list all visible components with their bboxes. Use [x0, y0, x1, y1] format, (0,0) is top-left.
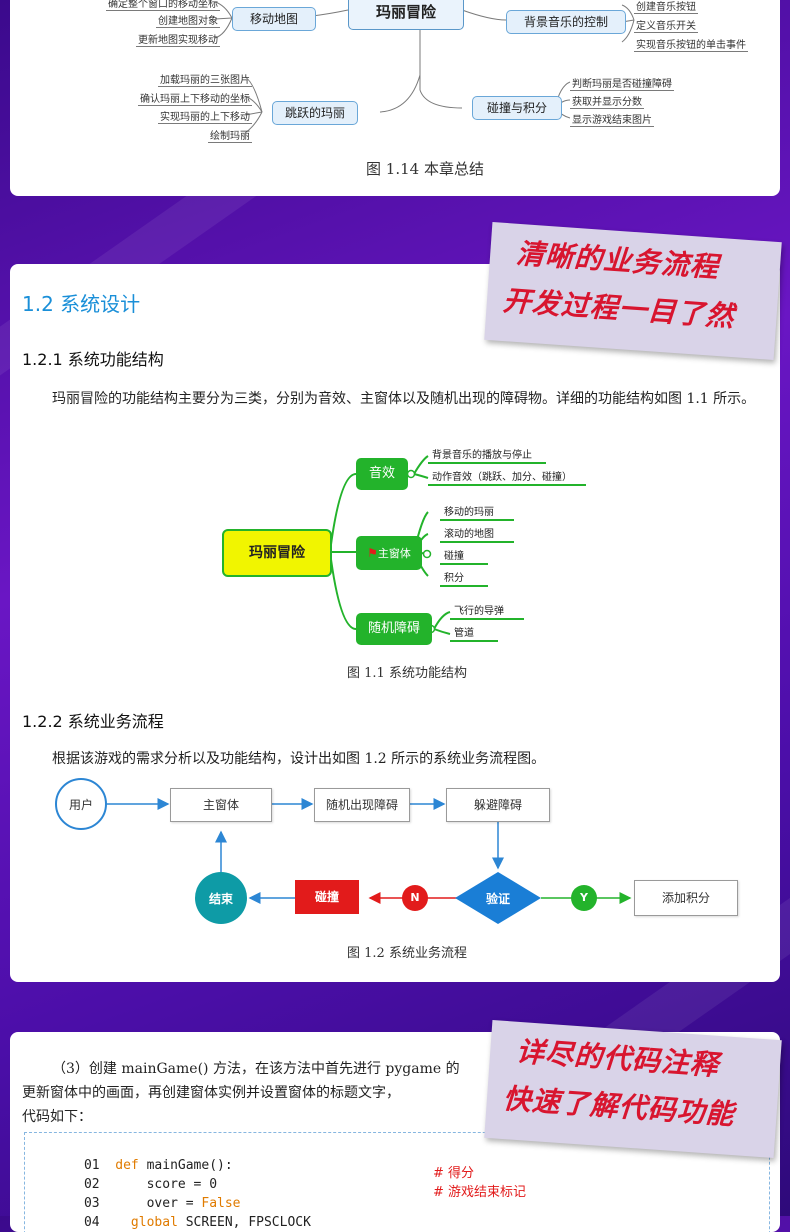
flow-collision-box: 碰撞 — [295, 880, 359, 914]
flow-add-score-box: 添加积分 — [634, 880, 738, 916]
summary-leaf: 确定整个窗口的移动坐标 — [106, 0, 220, 11]
code-value: False — [201, 1196, 241, 1211]
summary-branch-music: 背景音乐的控制 — [506, 10, 626, 34]
code-line: 04 global SCREEN, FPSCLOCK — [37, 1200, 311, 1232]
flow-random-obstacle-box: 随机出现障碍 — [314, 788, 410, 822]
function-leaf: 滚动的地图 — [440, 525, 514, 543]
subsection-title-function: 1.2.1 系统功能结构 — [22, 350, 164, 369]
function-leaf: 背景音乐的播放与停止 — [428, 446, 546, 464]
summary-branch-jump: 跳跃的玛丽 — [272, 101, 358, 125]
design-card: 1.2 系统设计 1.2.1 系统功能结构 玛丽冒险的功能结构主要分为三类，分别… — [10, 264, 780, 982]
function-group-sound: 音效 — [356, 458, 408, 490]
function-leaf: 积分 — [440, 569, 488, 587]
code-line: 03 over = False — [37, 1181, 241, 1226]
line-number: 01 — [83, 1158, 100, 1173]
promo-banner-flow: 清晰的业务流程 开发过程一目了然 — [484, 222, 782, 360]
flow-avoid-box: 躲避障碍 — [446, 788, 550, 822]
function-leaf: 移动的玛丽 — [440, 503, 514, 521]
function-leaf: 动作音效（跳跃、加分、碰撞） — [428, 468, 586, 486]
function-group-main-window-label: 主窗体 — [377, 547, 411, 560]
summary-leaf: 更新地图实现移动 — [136, 31, 220, 47]
code-line: 02 score = 0 — [37, 1162, 217, 1207]
code-keyword: def — [115, 1158, 147, 1173]
flow-yes-label: Y — [580, 891, 588, 904]
flow-end-node: 结束 — [208, 892, 233, 906]
subsection-title-flow: 1.2.2 系统业务流程 — [22, 712, 164, 731]
code-comment: # 游戏结束标记 — [433, 1185, 527, 1200]
code-text: mainGame(): — [146, 1158, 233, 1173]
flow-paragraph: 根据该游戏的需求分析以及功能结构，设计出如图 1.2 所示的系统业务流程图。 — [52, 751, 546, 767]
flow-diagram-lines — [55, 778, 632, 924]
promo-banner-code-line1: 详尽的代码注释 — [515, 1034, 721, 1082]
summary-leaf: 创建地图对象 — [156, 12, 220, 28]
code-comment: # 得分 — [433, 1166, 475, 1181]
function-leaf: 飞行的导弹 — [450, 602, 524, 620]
code-intro-line3: 代码如下： — [22, 1109, 92, 1125]
summary-branch-collision: 碰撞与积分 — [472, 96, 562, 120]
code-intro-line1: （3）创建 mainGame() 方法，在该方法中首先进行 pygame 的 — [52, 1061, 460, 1077]
summary-leaf: 创建音乐按钮 — [634, 0, 698, 14]
function-leaf: 管道 — [450, 624, 498, 642]
flow-main-window-box: 主窗体 — [170, 788, 272, 822]
summary-caption: 图 1.14 本章总结 — [366, 160, 484, 178]
summary-leaf: 确认玛丽上下移动的坐标 — [138, 90, 252, 106]
summary-leaf: 获取并显示分数 — [570, 93, 644, 109]
summary-center-node: 玛丽冒险 — [348, 0, 464, 30]
summary-leaf: 定义音乐开关 — [634, 17, 698, 33]
flow-no-label: N — [410, 891, 420, 904]
flow-user-node: 用户 — [68, 798, 93, 812]
red-flag-icon: ⚑ — [367, 546, 378, 560]
code-text: score = 0 — [115, 1177, 218, 1192]
promo-banner-code-line2: 快速了解代码功能 — [501, 1081, 736, 1132]
code-text: SCREEN, FPSCLOCK — [185, 1215, 311, 1230]
function-group-random-obstacle: 随机障碍 — [356, 613, 432, 645]
summary-mindmap-lines — [214, 1, 635, 134]
line-number: 04 — [83, 1215, 100, 1230]
summary-leaf: 显示游戏结束图片 — [570, 111, 654, 127]
promo-banner-flow-line2: 开发过程一目了然 — [501, 283, 736, 334]
function-root-node: 玛丽冒险 — [222, 529, 332, 577]
summary-branch-move-map: 移动地图 — [232, 7, 316, 31]
flow-diagram-caption: 图 1.2 系统业务流程 — [347, 946, 467, 961]
summary-leaf: 绘制玛丽 — [208, 127, 252, 143]
summary-leaf: 实现玛丽的上下移动 — [158, 108, 252, 124]
line-number: 02 — [83, 1177, 100, 1192]
function-group-main-window: ⚑主窗体 — [356, 536, 422, 570]
function-leaf: 碰撞 — [440, 547, 488, 565]
function-diagram-caption: 图 1.1 系统功能结构 — [347, 666, 467, 681]
promo-banner-flow-line1: 清晰的业务流程 — [515, 236, 721, 284]
summary-leaf: 判断玛丽是否碰撞障碍 — [570, 75, 674, 91]
code-line: 01 def mainGame(): — [37, 1143, 233, 1188]
summary-card: 玛丽冒险 移动地图 背景音乐的控制 跳跃的玛丽 碰撞与积分 确定整个窗口的移动坐… — [10, 0, 780, 196]
code-intro-line2: 更新窗体中的画面，再创建窗体实例并设置窗体的标题文字， — [22, 1085, 400, 1101]
flow-verify-node: 验证 — [485, 892, 510, 906]
code-text: over = — [115, 1196, 202, 1211]
function-paragraph: 玛丽冒险的功能结构主要分为三类，分别为音效、主窗体以及随机出现的障碍物。详细的功… — [52, 391, 756, 407]
summary-leaf: 加载玛丽的三张图片 — [158, 71, 252, 87]
promo-banner-code: 详尽的代码注释 快速了解代码功能 — [484, 1020, 782, 1158]
code-keyword: global — [99, 1215, 186, 1230]
line-number: 03 — [83, 1196, 100, 1211]
section-title: 1.2 系统设计 — [22, 292, 141, 316]
summary-leaf: 实现音乐按钮的单击事件 — [634, 36, 748, 52]
